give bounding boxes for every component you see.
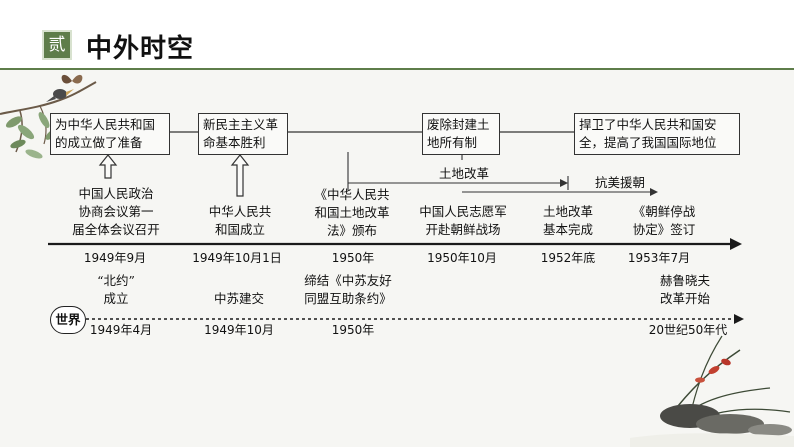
resist-aggression-range-arrow	[650, 188, 658, 196]
world-timeline-axis	[86, 314, 744, 324]
china-event-2: 中华人民共 和国成立	[195, 203, 285, 239]
world-event-4: 赫鲁晓夫 改革开始	[640, 272, 730, 308]
china-event-3-line-3: 法》颁布	[326, 223, 377, 238]
world-date-1: 1949年4月	[89, 323, 153, 337]
china-event-5-line-1: 土地改革	[542, 204, 593, 219]
land-reform-range-arrow	[560, 179, 568, 187]
world-label: 世界	[50, 306, 86, 334]
range-brackets	[347, 152, 658, 196]
china-event-6-line-2: 协定》签订	[632, 222, 696, 237]
world-date-4: 20世纪50年代	[648, 323, 728, 337]
world-event-1-line-1: “北约”	[97, 273, 135, 288]
china-event-3-line-2: 和国土地改革	[314, 205, 390, 220]
china-event-1-line-2: 协商会议第一	[78, 204, 154, 219]
outcome-box-2-line-1: 新民主主义革	[203, 117, 279, 132]
china-event-5-line-2: 基本完成	[542, 222, 593, 237]
outcome-box-2: 新民主主义革 命基本胜利	[198, 113, 288, 155]
world-event-3-line-1: 缔结《中苏友好	[304, 273, 392, 288]
china-date-6: 1953年7月	[627, 251, 691, 265]
world-event-1: “北约” 成立	[76, 272, 156, 308]
world-event-2-line-1: 中苏建交	[213, 291, 264, 306]
china-event-4-line-2: 开赴朝鲜战场	[425, 222, 501, 237]
outcome-box-4-line-1: 捍卫了中华人民共和国安	[579, 117, 717, 132]
outcome-box-4-line-2: 全，提高了我国国际地位	[579, 135, 717, 150]
china-event-4: 中国人民志愿军 开赴朝鲜战场	[412, 203, 514, 239]
china-date-1: 1949年9月	[83, 251, 147, 265]
outcome-box-3: 废除封建土 地所有制	[422, 113, 500, 155]
resist-aggression-range-label: 抗美援朝	[594, 175, 645, 190]
china-event-2-line-2: 和国成立	[214, 222, 265, 237]
world-event-4-line-1: 赫鲁晓夫	[659, 273, 710, 288]
china-event-3: 《中华人民共 和国土地改革 法》颁布	[304, 186, 400, 240]
china-axis-arrow	[730, 238, 742, 250]
world-event-3: 缔结《中苏友好 同盟互助条约》	[290, 272, 406, 308]
world-event-4-line-2: 改革开始	[659, 291, 710, 306]
page-title: 中外时空	[86, 34, 195, 64]
world-event-2: 中苏建交	[196, 290, 282, 308]
header-divider	[0, 68, 794, 70]
china-event-1: 中国人民政治 协商会议第一 届全体会议召开	[66, 185, 166, 239]
up-arrow-1	[98, 154, 118, 179]
up-arrows	[98, 154, 250, 197]
china-timeline-axis	[48, 238, 742, 250]
up-arrow-2	[230, 154, 250, 197]
china-event-3-line-1: 《中华人民共	[314, 187, 390, 202]
outcome-box-2-line-2: 命基本胜利	[203, 135, 266, 150]
land-reform-range-label: 土地改革	[438, 166, 489, 181]
china-event-1-line-3: 届全体会议召开	[72, 222, 160, 237]
outcome-box-4: 捍卫了中华人民共和国安 全，提高了我国国际地位	[574, 113, 740, 155]
china-event-6: 《朝鲜停战 协定》签订	[616, 203, 712, 239]
china-date-4: 1950年10月	[427, 251, 497, 265]
outcome-box-1: 为中华人民共和国 的成立做了准备	[50, 113, 170, 155]
world-event-3-line-2: 同盟互助条约》	[304, 291, 392, 306]
china-event-4-line-1: 中国人民志愿军	[419, 204, 507, 219]
china-event-2-line-1: 中华人民共	[208, 204, 272, 219]
header-band	[0, 0, 794, 70]
orchid-decoration	[630, 335, 794, 447]
world-event-1-line-2: 成立	[103, 291, 129, 306]
outcome-box-3-line-1: 废除封建土	[427, 117, 490, 132]
butterfly-icon	[61, 74, 83, 84]
china-event-6-line-1: 《朝鲜停战	[632, 204, 696, 219]
world-date-3: 1950年	[331, 323, 375, 337]
outcome-box-1-line-1: 为中华人民共和国	[55, 117, 156, 132]
world-axis-arrow	[734, 314, 744, 324]
china-date-2: 1949年10月1日	[192, 251, 282, 265]
section-badge: 贰	[42, 30, 72, 60]
world-date-2: 1949年10月	[204, 323, 274, 337]
china-date-3: 1950年	[331, 251, 375, 265]
outcome-box-3-line-2: 地所有制	[427, 135, 478, 150]
china-event-5: 土地改革 基本完成	[530, 203, 606, 239]
china-event-1-line-1: 中国人民政治	[78, 186, 154, 201]
outcome-box-1-line-2: 的成立做了准备	[55, 135, 143, 150]
china-date-5: 1952年底	[540, 251, 596, 265]
